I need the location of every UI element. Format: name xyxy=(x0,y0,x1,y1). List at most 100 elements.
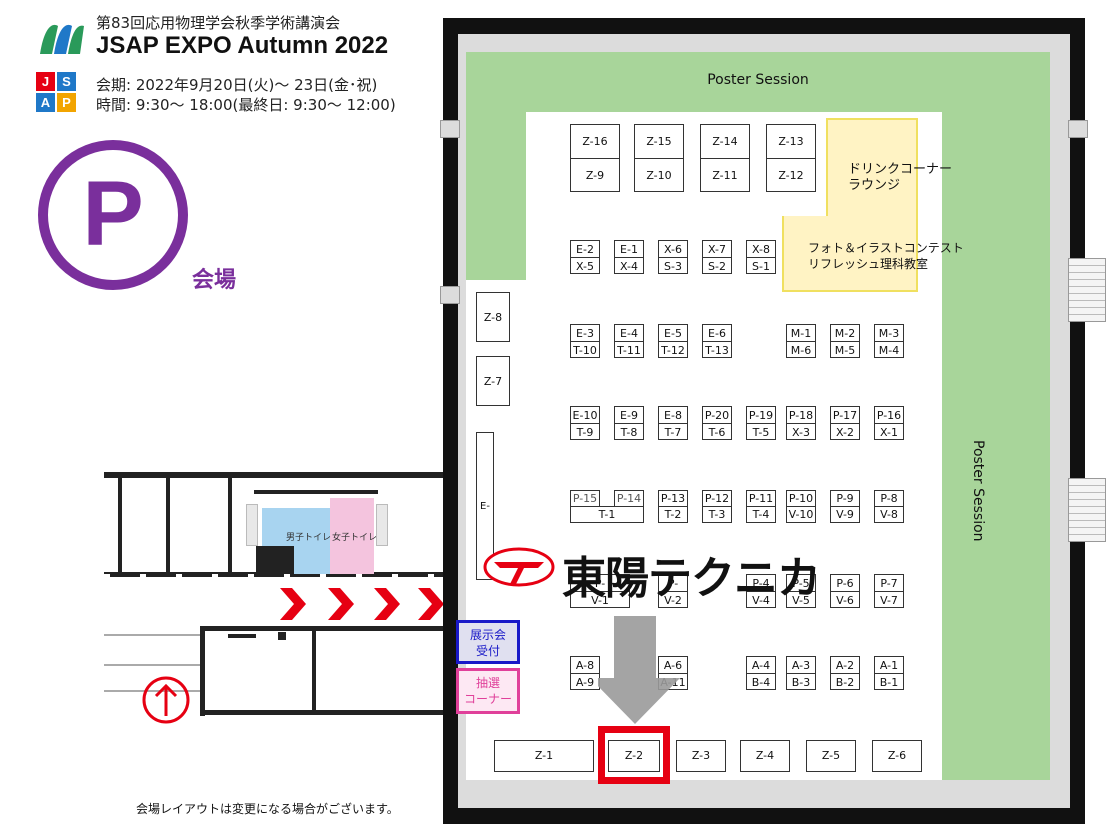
reception-label-line2: 受付 xyxy=(475,644,500,658)
parking-label: 会場 xyxy=(192,268,237,293)
expo-title: JSAP EXPO Autumn 2022 xyxy=(96,32,389,59)
parking-icon: P xyxy=(38,140,188,290)
event-period: 会期: 2022年9月20日(火)～ 23日(金･祝) xyxy=(96,76,378,94)
jsap-letter-s: S xyxy=(57,72,76,91)
booth-z1[interactable]: Z-1 xyxy=(494,740,594,772)
booth-z2[interactable]: Z-2 xyxy=(608,740,660,772)
booth-t3[interactable]: T-3 xyxy=(702,506,732,523)
lottery-corner[interactable]: 抽選 コーナー xyxy=(456,668,520,714)
booth-p12[interactable]: P-12 xyxy=(702,490,732,507)
refresh-class-label: リフレッシュ理科教室 xyxy=(808,257,929,271)
parking-symbol: P xyxy=(82,163,144,265)
booth-z7[interactable]: Z-7 xyxy=(476,356,510,406)
corridor-wall-top xyxy=(104,472,456,478)
side-door-right-upper xyxy=(1068,258,1106,322)
jsap-letter-j: J xyxy=(36,72,55,91)
booth-p15[interactable]: P-15 xyxy=(570,490,600,507)
booth-t1[interactable]: T-1 xyxy=(570,506,644,523)
jsap-badge: J S A P xyxy=(36,72,76,112)
direction-chevrons xyxy=(280,588,444,620)
booth-p9[interactable]: P-9 xyxy=(830,490,860,507)
highlight-arrow-icon xyxy=(598,616,680,724)
booth-v9[interactable]: V-9 xyxy=(830,506,860,523)
company-logo-icon xyxy=(483,547,555,587)
event-hours: 時間: 9:30～ 18:00(最終日: 9:30～ 12:00) xyxy=(96,96,396,114)
booth-p14[interactable]: P-14 xyxy=(614,490,644,507)
photo-contest-area xyxy=(782,216,918,292)
booth-t4[interactable]: T-4 xyxy=(746,506,776,523)
lounge-label: ラウンジ xyxy=(848,178,901,193)
booth-z3[interactable]: Z-3 xyxy=(676,740,726,772)
layout-notice: 会場レイアウトは変更になる場合がございます。 xyxy=(136,802,399,816)
side-door-right-lower xyxy=(1068,478,1106,542)
booth-p10[interactable]: P-10 xyxy=(786,490,816,507)
lottery-label-line2: コーナー xyxy=(463,692,512,706)
booth-p13[interactable]: P-13 xyxy=(658,490,688,507)
booth-z4[interactable]: Z-4 xyxy=(740,740,790,772)
booth-z5[interactable]: Z-5 xyxy=(806,740,856,772)
conference-name: 第83回応用物理学会秋季学術講演会 xyxy=(96,14,341,32)
jsap-letter-p: P xyxy=(57,93,76,112)
reception-label-line1: 展示会 xyxy=(469,628,506,642)
booth-p8[interactable]: P-8 xyxy=(874,490,904,507)
lottery-label-line1: 抽選 xyxy=(475,676,500,690)
booth-p11[interactable]: P-11 xyxy=(746,490,776,507)
booth-v8[interactable]: V-8 xyxy=(874,506,904,523)
jsap-letter-a: A xyxy=(36,93,55,112)
booth-t2[interactable]: T-2 xyxy=(658,506,688,523)
booth-pair[interactable]: P-V-1 xyxy=(570,574,630,608)
booth-z8[interactable]: Z-8 xyxy=(476,292,510,342)
entrance-arrow-icon xyxy=(142,676,190,724)
booth-v10[interactable]: V-10 xyxy=(786,506,816,523)
booth-z6[interactable]: Z-6 xyxy=(872,740,922,772)
toilet-male-label: 男子トイレ xyxy=(286,533,332,543)
toilet-female-area xyxy=(330,498,374,574)
booth-pair[interactable]: P-V-2 xyxy=(658,574,688,608)
photo-contest-label: フォト＆イラストコンテスト xyxy=(808,241,964,255)
poster-area-right xyxy=(942,112,1050,780)
poster-session-top-label: Poster Session xyxy=(707,72,809,88)
highlight-company-name: 東陽テクニカ xyxy=(562,553,821,604)
reception-desk[interactable]: 展示会 受付 xyxy=(456,620,520,664)
toilet-female-label: 女子トイレ xyxy=(332,533,378,543)
highlighted-booth-frame xyxy=(598,726,670,784)
poster-area-left xyxy=(466,112,526,280)
poster-session-right-label: Poster Session xyxy=(970,440,986,542)
drink-corner-label: ドリンクコーナー xyxy=(848,162,953,177)
poster-area-top xyxy=(466,52,1050,112)
jsap-wave-logo xyxy=(40,24,84,54)
